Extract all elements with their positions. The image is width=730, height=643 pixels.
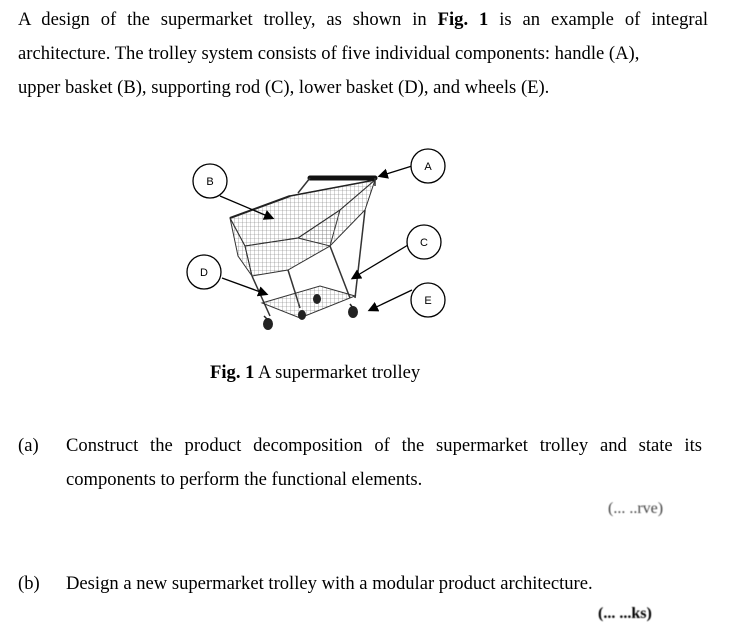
callout-c: C <box>406 224 442 260</box>
callout-a: A <box>410 148 446 184</box>
callout-b-label: B <box>206 176 213 188</box>
intro-line-1-post: is an example of integral <box>488 9 708 30</box>
intro-line-1: A design of the supermarket trolley, as … <box>18 3 708 37</box>
upper-basket-drawing <box>229 178 377 277</box>
trolley-figure: A B C D E <box>170 138 470 343</box>
question-a-line-2: components to perform the functional ele… <box>66 469 423 490</box>
figure-caption-bold: Fig. 1 <box>210 362 255 383</box>
question-b-label: (b) <box>18 573 40 594</box>
question-b-line-1: Design a new supermarket trolley with a … <box>66 573 593 594</box>
callout-a-label: A <box>424 161 432 173</box>
callout-e: E <box>410 282 446 318</box>
callout-arrows <box>219 165 413 312</box>
intro-line-3: upper basket (B), supporting rod (C), lo… <box>18 77 550 98</box>
intro-paragraph: A design of the supermarket trolley, as … <box>18 3 708 105</box>
wheels-drawing <box>263 294 358 330</box>
callout-d: D <box>186 254 222 290</box>
callout-e-label: E <box>424 295 431 307</box>
intro-line-2: architecture. The trolley system consist… <box>18 43 640 64</box>
question-a-text: Construct the product decomposition of t… <box>66 429 702 497</box>
question-a-label: (a) <box>18 435 39 456</box>
question-b-marks: (... ...ks) <box>598 605 652 622</box>
figure-caption-text: A supermarket trolley <box>254 362 421 383</box>
intro-line-1-pre: A design of the supermarket trolley, as … <box>18 9 438 30</box>
figure-caption: Fig. 1 A supermarket trolley <box>210 362 420 384</box>
question-b-text: Design a new supermarket trolley with a … <box>66 567 702 601</box>
question-a-line-1: Construct the product decomposition of t… <box>66 435 702 456</box>
handle-drawing <box>297 175 378 194</box>
callout-c-label: C <box>420 237 428 249</box>
callout-d-label: D <box>200 267 208 279</box>
question-a-marks: (... ..rve) <box>608 500 664 517</box>
fig-reference: Fig. 1 <box>437 9 489 30</box>
trolley-illustration: A B C D E <box>186 148 446 330</box>
lower-basket-drawing <box>260 285 357 319</box>
callout-b: B <box>192 163 228 199</box>
